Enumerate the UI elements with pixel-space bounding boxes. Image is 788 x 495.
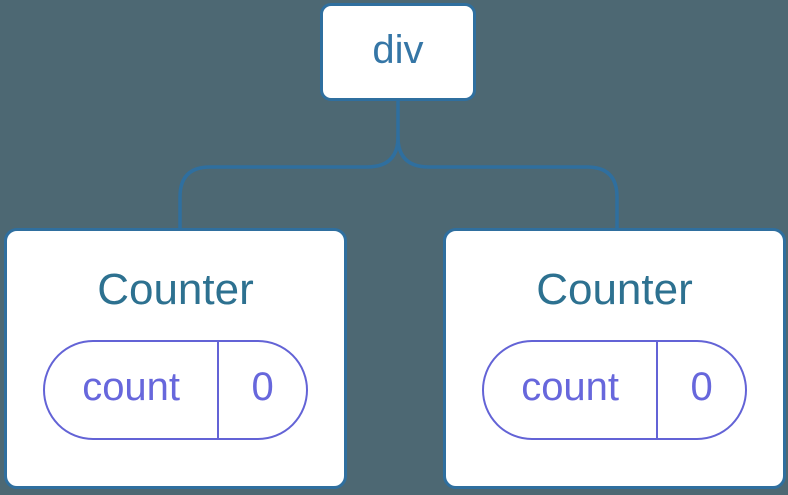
state-value-label: 0 (690, 364, 713, 409)
state-value-label: 0 (251, 364, 274, 409)
connector-right-branch (396, 136, 619, 230)
state-key-label: count (521, 364, 620, 409)
counter-card-right: Counter count 0 (443, 228, 786, 489)
component-title: Counter (97, 265, 254, 314)
connector-left-branch (178, 136, 400, 230)
state-key-cell: count (484, 342, 656, 438)
root-node-label: div (372, 28, 424, 72)
state-pill: count 0 (43, 339, 308, 440)
state-value-cell: 0 (217, 341, 306, 438)
state-key-label: count (82, 364, 181, 409)
component-title: Counter (536, 265, 693, 314)
root-node-div: div (320, 3, 476, 101)
counter-card-left: Counter count 0 (4, 228, 347, 489)
state-value-cell: 0 (656, 341, 745, 438)
state-key-cell: count (45, 342, 217, 438)
state-pill: count 0 (482, 339, 747, 440)
